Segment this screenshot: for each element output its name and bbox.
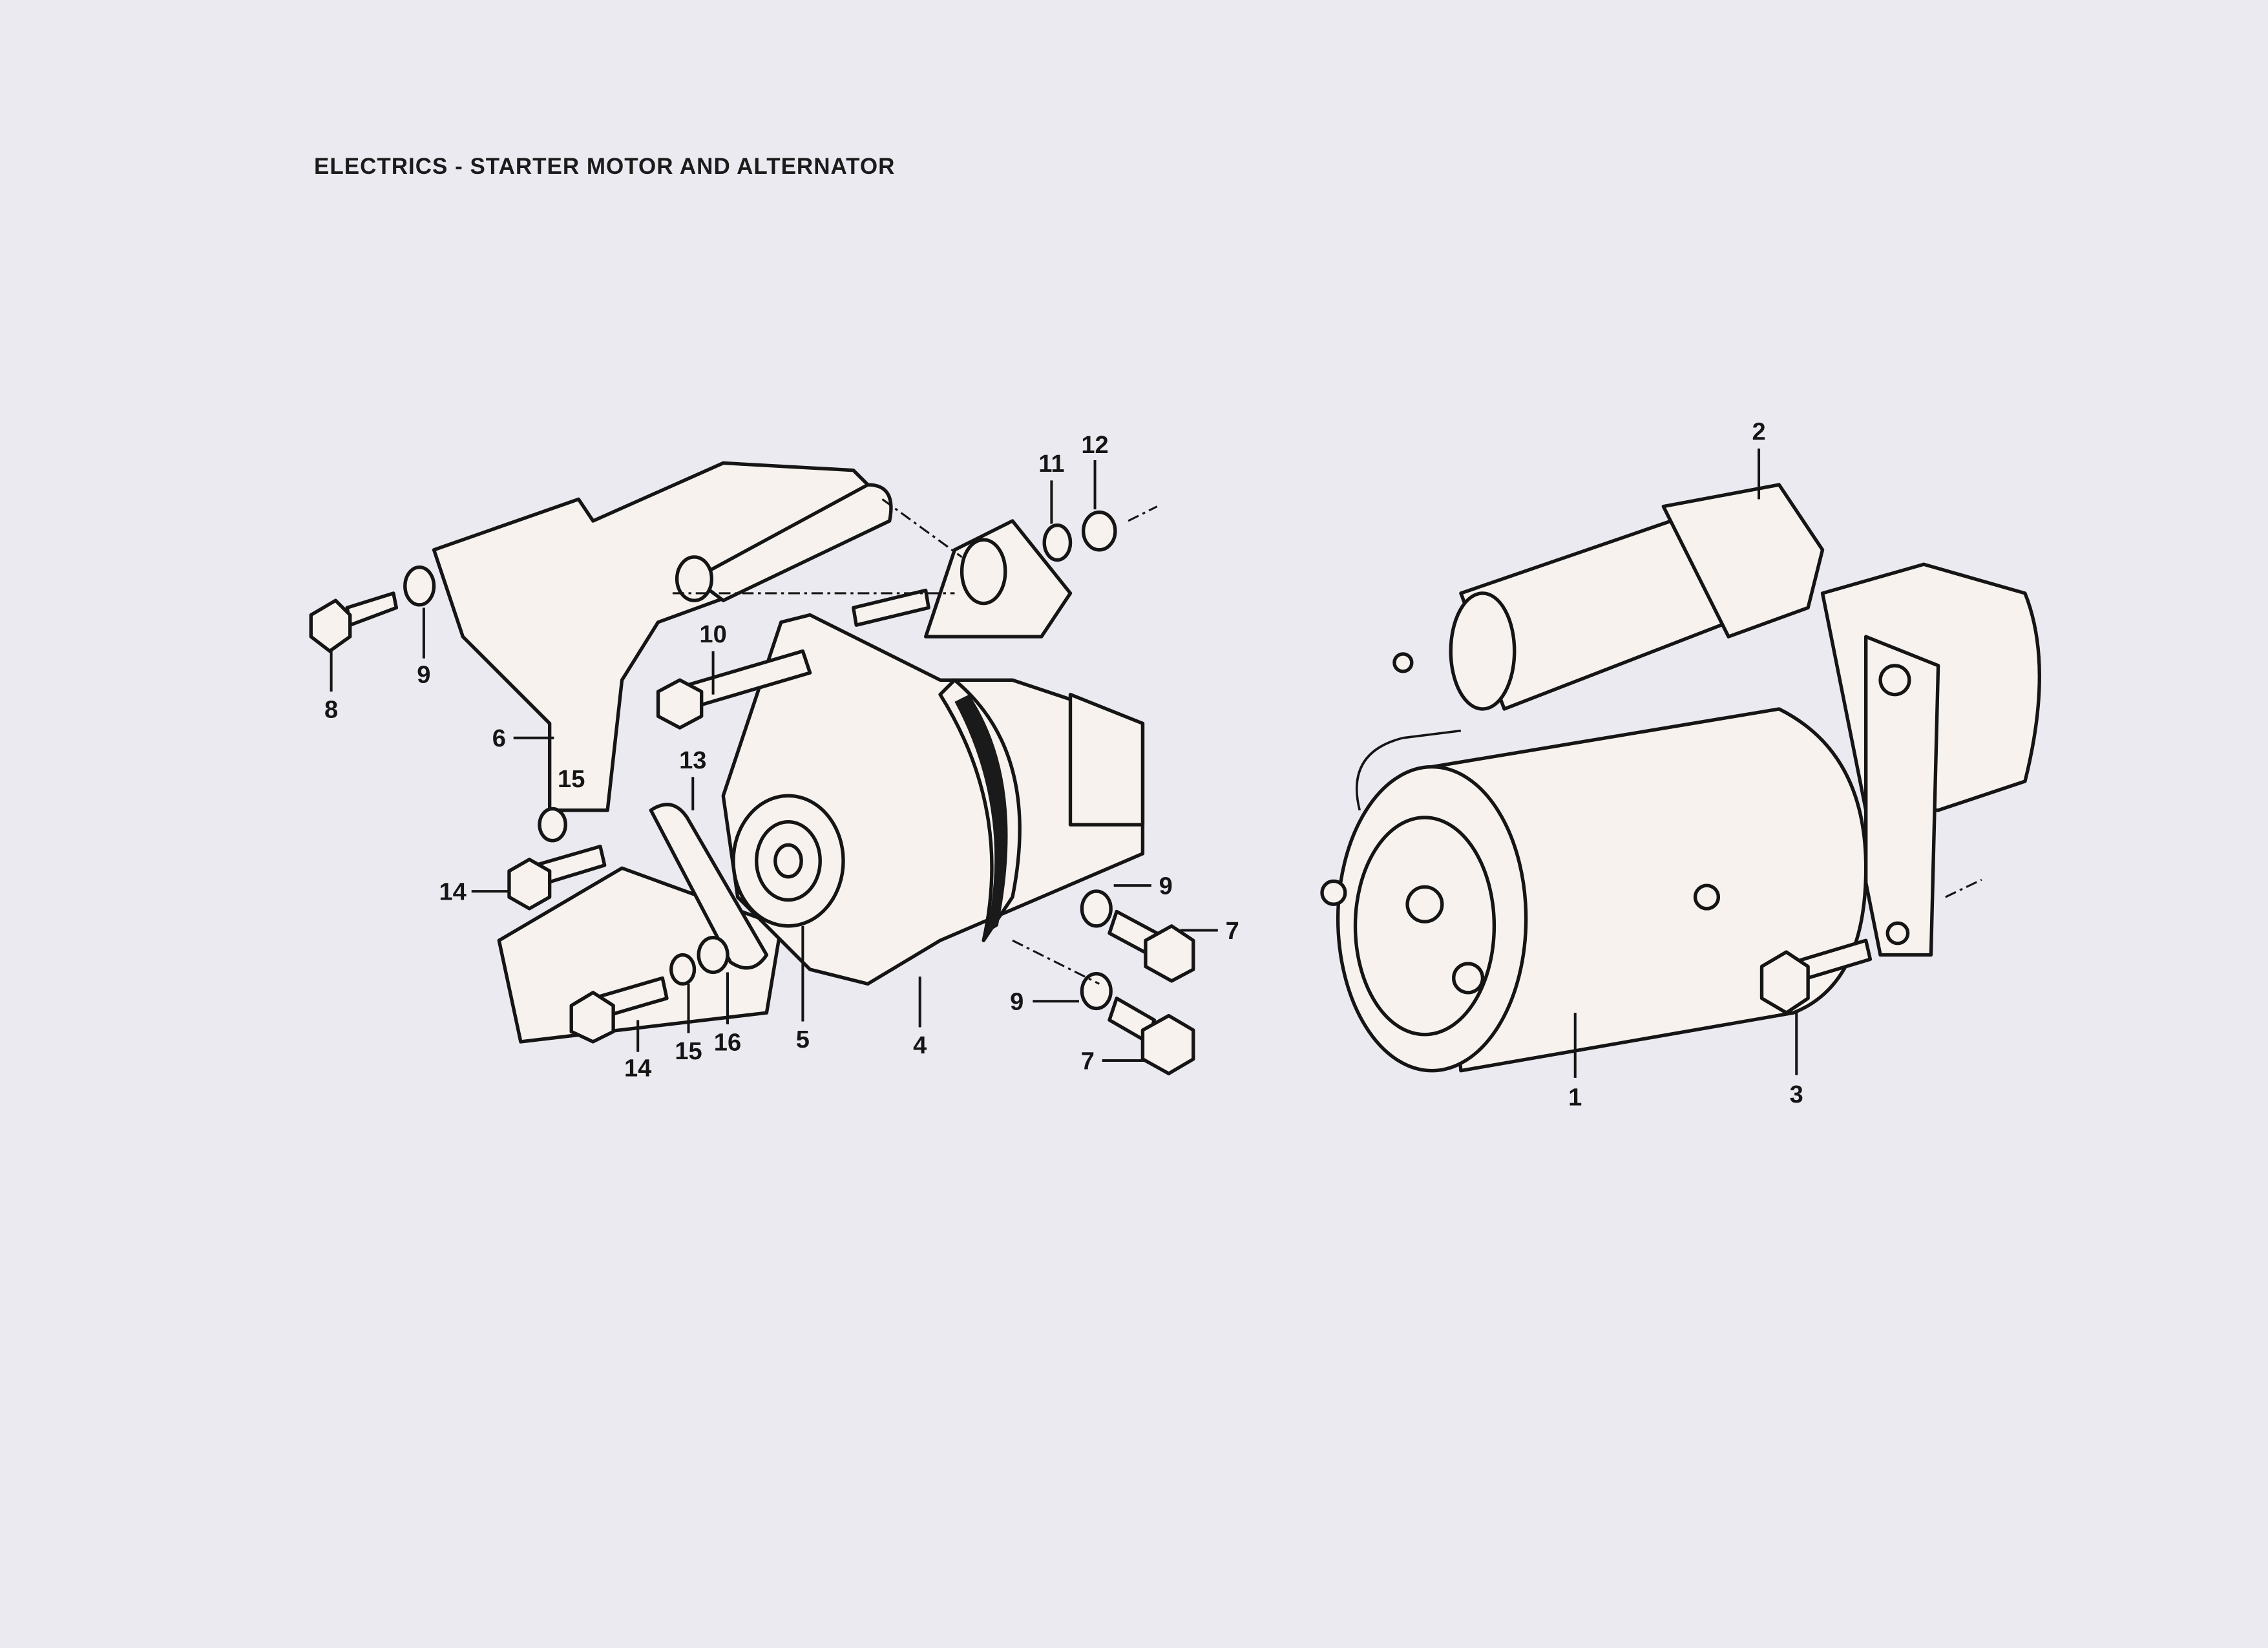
callout-9-washer-lower: 9 bbox=[1010, 989, 1024, 1016]
callout-7-bolt-upper: 7 bbox=[1226, 918, 1239, 945]
page-title: ELECTRICS - STARTER MOTOR AND ALTERNATOR bbox=[314, 154, 896, 179]
drive-end-housing bbox=[1820, 562, 2041, 957]
callout-1-starter-motor: 1 bbox=[1568, 1084, 1582, 1111]
callout-15-washer-upper: 15 bbox=[558, 766, 585, 793]
callout-4-alternator: 4 bbox=[913, 1032, 927, 1059]
washer-15-lower bbox=[669, 953, 697, 986]
callout-15-washer-lower: 15 bbox=[675, 1038, 702, 1065]
pulley bbox=[731, 794, 845, 928]
solenoid bbox=[1392, 483, 1825, 711]
callout-11-washer: 11 bbox=[1038, 450, 1064, 478]
callout-8-bolt: 8 bbox=[324, 696, 338, 723]
washer-9-left bbox=[403, 565, 436, 607]
callout-13-adjusting-link: 13 bbox=[679, 747, 706, 774]
washer-16 bbox=[697, 936, 730, 975]
washer-11 bbox=[1042, 523, 1073, 562]
bolt-14-upper bbox=[507, 845, 607, 911]
starter-motor bbox=[1320, 707, 1868, 1073]
bolt-3 bbox=[1759, 938, 1873, 1015]
callout-6-bracket: 6 bbox=[492, 725, 506, 752]
callout-9-washer-left: 9 bbox=[417, 662, 430, 689]
callout-5-pulley: 5 bbox=[796, 1026, 810, 1053]
callout-14-bolt-upper: 14 bbox=[439, 879, 466, 906]
washer-9-bolt-7-lower bbox=[1080, 972, 1195, 1075]
bolt-14-lower bbox=[569, 976, 669, 1044]
nut-12 bbox=[1081, 510, 1117, 552]
callout-9-washer-upper: 9 bbox=[1159, 873, 1173, 900]
washer-15-upper bbox=[538, 807, 567, 843]
callout-14-bolt-lower: 14 bbox=[624, 1055, 651, 1083]
washer-9-bolt-7-upper bbox=[1080, 889, 1195, 983]
callout-10-pivot-bolt: 10 bbox=[699, 621, 726, 648]
leader-lines bbox=[330, 449, 1798, 1078]
callout-12-nut: 12 bbox=[1081, 432, 1108, 459]
adjusting-link-13 bbox=[649, 803, 769, 970]
bolt-8 bbox=[309, 591, 399, 653]
pivot-bolt-10 bbox=[656, 588, 930, 730]
callout-2-solenoid: 2 bbox=[1752, 419, 1765, 446]
callout-16-washer: 16 bbox=[714, 1029, 741, 1056]
callout-3-starter-bolt: 3 bbox=[1790, 1081, 1803, 1108]
callout-7-bolt-lower: 7 bbox=[1081, 1048, 1095, 1075]
